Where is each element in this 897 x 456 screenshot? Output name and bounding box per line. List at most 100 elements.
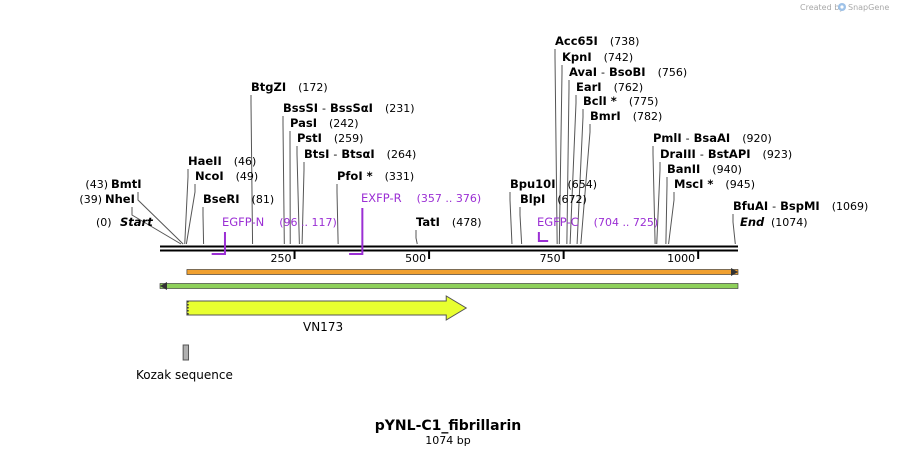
cut-line-bmri <box>580 124 591 245</box>
enzyme-dash-pmli: - <box>686 132 690 145</box>
cut-line-bpu10i <box>509 192 513 245</box>
primer-range-exfp-r: (357 .. 376) <box>417 192 482 205</box>
enzyme-name-kpni: KpnI <box>562 50 592 64</box>
primers: EGFP-N(96 .. 117)EXFP-R(357 .. 376)EGFP-… <box>211 191 658 255</box>
enzyme-name-pfoi: PfoI * <box>337 169 373 183</box>
snapgene-logo-icon <box>838 3 846 11</box>
cut-site-lines <box>131 49 736 245</box>
enzyme-pos-tati: (478) <box>452 216 482 229</box>
cut-line-banii <box>665 177 668 245</box>
cut-line-bsssi <box>282 116 285 245</box>
cut-line-ncoi <box>185 184 196 245</box>
orf-bar-reverse <box>159 283 739 289</box>
enzyme-name-haeii: HaeII <box>188 154 222 168</box>
primer-arrow-exfp-r <box>349 208 364 255</box>
enzyme-pos-btgzi: (172) <box>298 81 328 94</box>
enzyme-pos-nhei: (39) <box>79 193 102 206</box>
backbone <box>160 245 738 252</box>
feature-kozak-sequence <box>182 344 190 361</box>
tick-label-750: 750 <box>540 252 561 265</box>
cut-line-btgzi <box>250 95 254 245</box>
enzyme-pos-msci: (945) <box>725 178 755 191</box>
enzyme-pos-pasi: (242) <box>329 117 359 130</box>
enzyme-name-bfuai: BfuAI <box>733 199 768 213</box>
primer-range-egfp-n: (96 .. 117) <box>279 216 337 229</box>
cut-line-draiii <box>656 162 661 245</box>
cut-line-msci <box>668 192 675 245</box>
cut-line-acc65i <box>554 49 558 245</box>
enzyme-name-banii: BanII <box>667 162 700 176</box>
enzyme-pos-blpi: (672) <box>557 193 587 206</box>
cut-line-bmti <box>137 192 184 245</box>
enzyme-name-pmli: PmlI <box>653 131 682 145</box>
enzyme-name-ncoi: NcoI <box>195 169 224 183</box>
enzyme-pos-ncoi: (49) <box>236 170 259 183</box>
enzyme-pos-pfoi: (331) <box>385 170 415 183</box>
enzyme-pos-avai: (756) <box>658 66 688 79</box>
feature-label-kozak: Kozak sequence <box>136 368 233 382</box>
tick-label-500: 500 <box>405 252 426 265</box>
cut-line-btsi <box>301 162 305 245</box>
orf-head-reverse <box>160 282 167 290</box>
enzyme-name-nhei: NheI <box>105 192 135 206</box>
cut-line-bseri <box>202 207 205 245</box>
cut-line-tati <box>415 230 418 245</box>
tick-label-1000: 1000 <box>667 252 695 265</box>
primer-arrow-egfp-c <box>537 232 549 242</box>
enzyme-name2-avai: BsoBI <box>609 65 646 79</box>
enzyme-pos-haeii: (46) <box>234 155 257 168</box>
plasmid-length: 1074 bp <box>425 434 470 447</box>
enzyme-dash-avai: - <box>601 66 605 79</box>
enzyme-name-psti: PstI <box>297 131 322 145</box>
enzyme-name2-pmli: BsaAI <box>694 131 731 145</box>
enzyme-dash-draiii: - <box>700 148 704 161</box>
primer-name-egfp-c: EGFP-C <box>537 215 579 229</box>
primer-name-egfp-n: EGFP-N <box>222 215 264 229</box>
enzyme-dash-btsi: - <box>333 148 337 161</box>
enzyme-name-btsi: BtsI <box>304 147 329 161</box>
enzyme-name-eari: EarI <box>576 80 602 94</box>
snapgene-logo-text: SnapGene <box>848 3 889 12</box>
enzyme-pos-bfuai: (1069) <box>832 200 869 213</box>
enzyme-name-bsssi: BssSI <box>283 101 318 115</box>
orf-bar-forward <box>186 269 739 275</box>
enzyme-pos-kpni: (742) <box>604 51 634 64</box>
enzyme-name-bmti: BmtI <box>111 177 142 191</box>
enzyme-name-blpi: BlpI <box>520 192 545 206</box>
cut-line-psti <box>296 146 300 245</box>
enzyme-labels: (43)BmtI(39)NheIHaeII(46)NcoI(49)BseRI(8… <box>79 34 868 229</box>
feature-label-vn173: VN173 <box>303 320 343 334</box>
enzyme-name-btgzi: BtgZI <box>251 80 286 94</box>
cut-line-pfoi <box>336 184 339 245</box>
enzyme-pos-bmri: (782) <box>633 110 663 123</box>
plasmid-title: pYNL-C1_fibrillarin <box>375 418 521 434</box>
end-label: End <box>740 215 765 229</box>
enzyme-name-avai: AvaI <box>569 65 597 79</box>
tick-label-250: 250 <box>271 252 292 265</box>
start-position: (0) <box>96 216 112 229</box>
cut-line-eari <box>569 95 577 245</box>
cut-line-bfuai <box>732 214 736 245</box>
enzyme-pos-draiii: (923) <box>763 148 793 161</box>
primer-arrow-egfp-n <box>211 232 226 255</box>
enzyme-pos-acc65i: (738) <box>610 35 640 48</box>
cut-line-blpi <box>519 207 523 245</box>
cut-line-avai <box>566 80 570 245</box>
enzyme-dash-bfuai: - <box>772 200 776 213</box>
enzyme-dash-bsssi: - <box>322 102 326 115</box>
orf-head-forward <box>731 268 738 276</box>
enzyme-name-tati: TatI <box>416 215 440 229</box>
enzyme-pos-pmli: (920) <box>742 132 772 145</box>
enzyme-pos-btsi: (264) <box>387 148 417 161</box>
enzyme-pos-bseri: (81) <box>252 193 275 206</box>
enzyme-name-bcli: BclI * <box>583 94 617 108</box>
enzyme-pos-bcli: (775) <box>629 95 659 108</box>
enzyme-name-bmri: BmrI <box>590 109 621 123</box>
enzyme-name-draiii: DraIII <box>660 147 696 161</box>
enzyme-pos-bpu10i: (654) <box>567 178 597 191</box>
enzyme-name2-draiii: BstAPI <box>708 147 751 161</box>
features <box>182 295 468 361</box>
enzyme-name-pasi: PasI <box>290 116 317 130</box>
enzyme-name-msci: MscI * <box>674 177 713 191</box>
